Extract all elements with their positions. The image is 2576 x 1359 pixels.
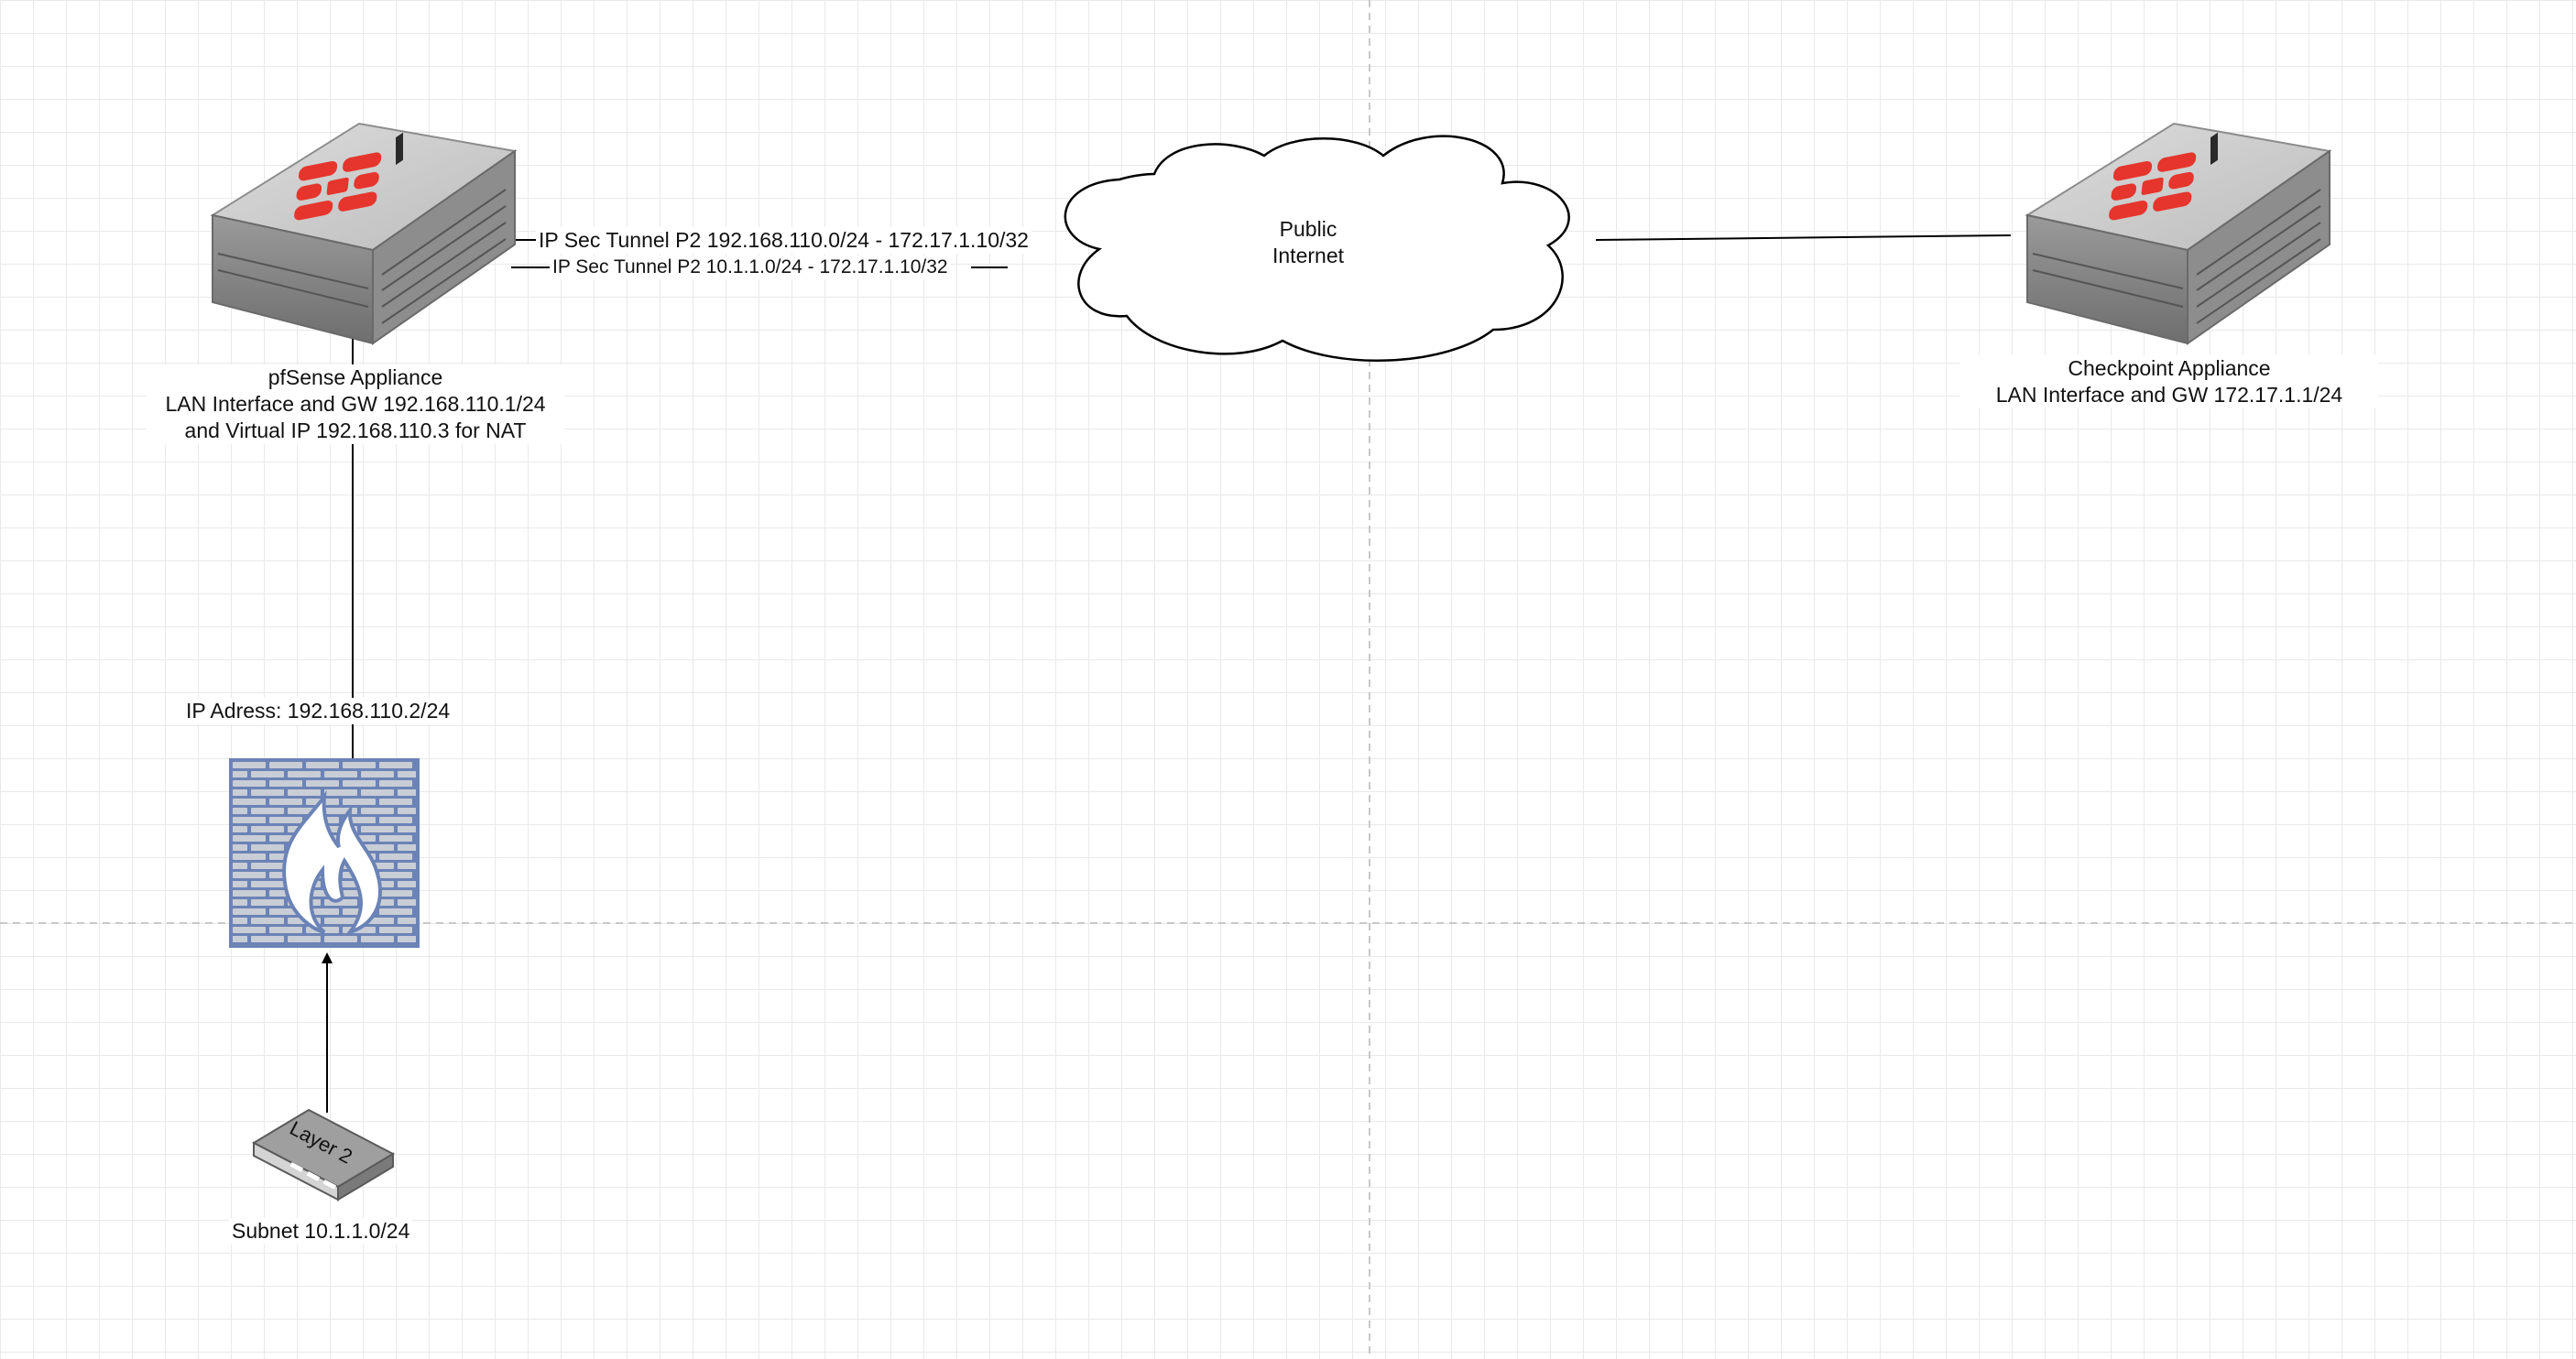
pfsense-label: pfSense Appliance LAN Interface and GW 1… <box>147 364 564 444</box>
cloud-to-checkpoint-line[interactable] <box>1595 234 2012 241</box>
tunnel-label-1: IP Sec Tunnel P2 192.168.110.0/24 - 172.… <box>536 227 1031 254</box>
pfsense-lan-line: LAN Interface and GW 192.168.110.1/24 <box>165 392 546 416</box>
checkpoint-appliance-icon[interactable] <box>2026 123 2330 344</box>
cloud-icon[interactable] <box>1064 135 1570 362</box>
pfsense-vip-line: and Virtual IP 192.168.110.3 for NAT <box>184 419 527 442</box>
cloud-line-1: Public <box>1279 217 1337 241</box>
pfsense-appliance-icon[interactable] <box>212 123 516 344</box>
checkpoint-title: Checkpoint Appliance <box>2068 356 2271 380</box>
pfsense-title: pfSense Appliance <box>267 365 443 389</box>
cloud-line-2: Internet <box>1272 244 1344 267</box>
cloud-label: Public Internet <box>1232 216 1384 269</box>
tunnel-label-2: IP Sec Tunnel P2 10.1.1.0/24 - 172.17.1.… <box>550 255 951 279</box>
checkpoint-label: Checkpoint Appliance LAN Interface and G… <box>1960 355 2378 408</box>
firewall-ip-label: IP Adress: 192.168.110.2/24 <box>183 698 453 724</box>
layer2-switch-icon[interactable]: Layer 2 <box>251 1108 396 1201</box>
firewall-icon[interactable] <box>229 758 420 948</box>
subnet-label: Subnet 10.1.1.0/24 <box>229 1218 413 1245</box>
checkpoint-lan-line: LAN Interface and GW 172.17.1.1/24 <box>1995 383 2343 407</box>
